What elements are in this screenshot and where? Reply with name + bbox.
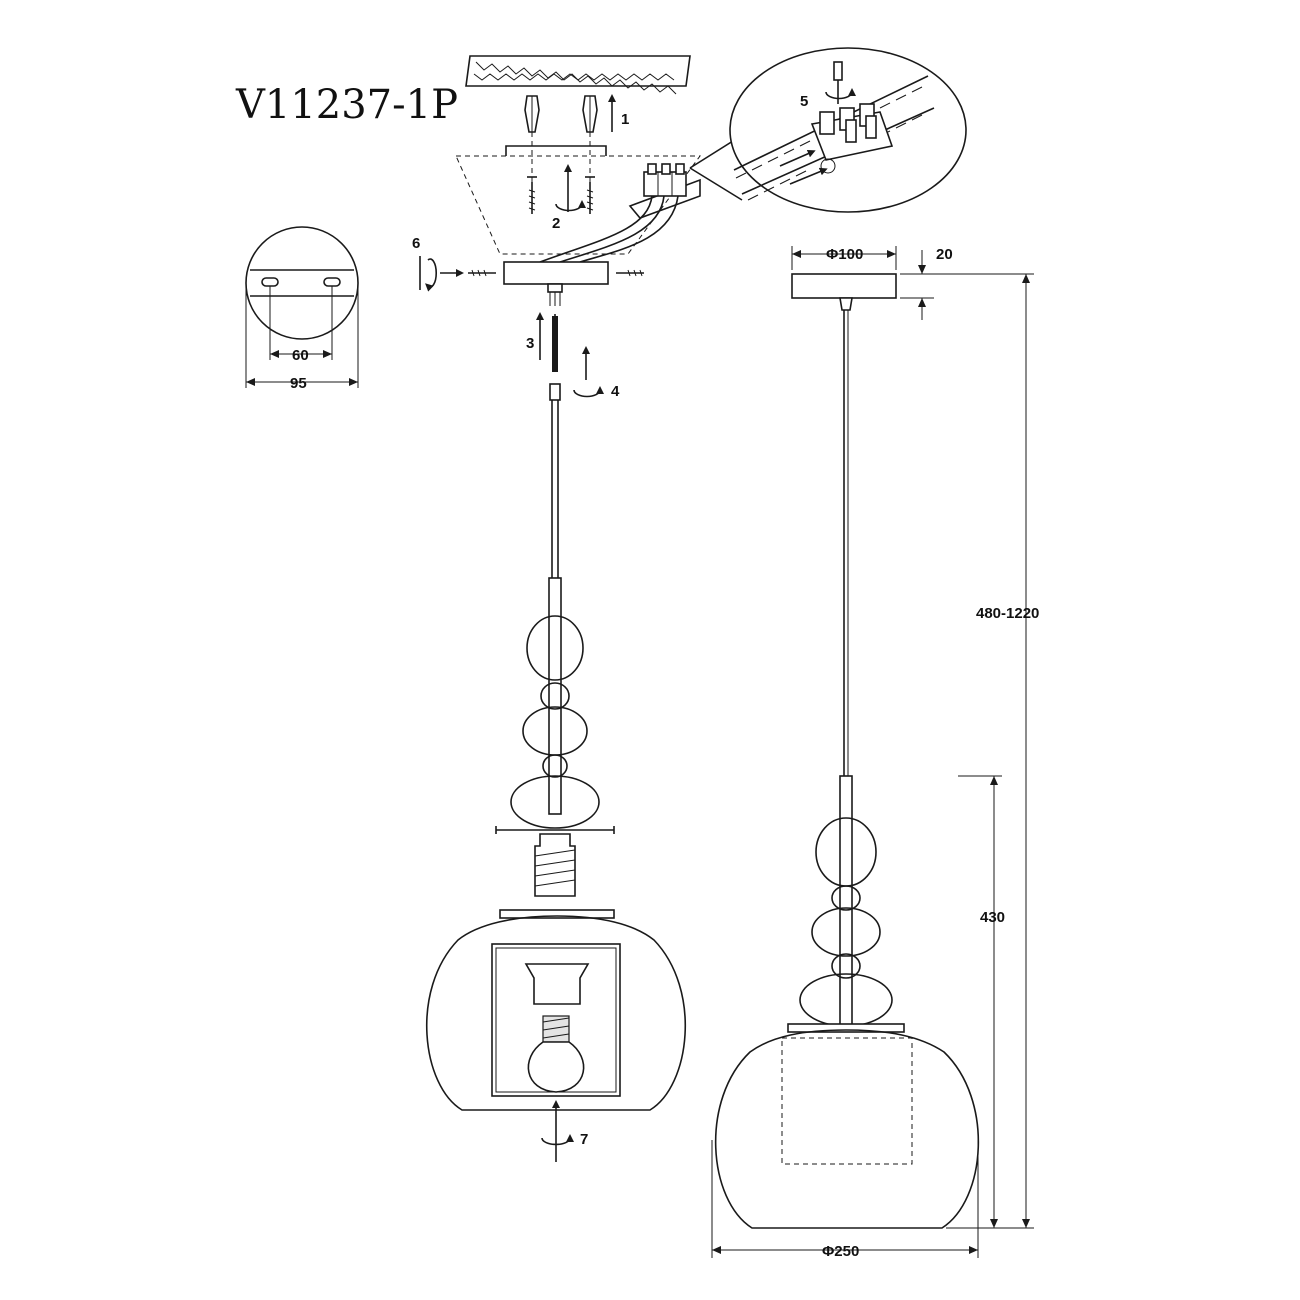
step-6-label: 6 bbox=[412, 235, 420, 252]
terminal-block-icon bbox=[539, 163, 701, 263]
cable-exploded bbox=[536, 312, 604, 580]
step-3-label: 3 bbox=[526, 335, 534, 352]
step-2-label: 2 bbox=[552, 215, 560, 232]
plate-width-dim: 95 bbox=[290, 375, 307, 392]
assembled-glass-shade bbox=[714, 1023, 980, 1229]
bulb-icon bbox=[527, 1015, 585, 1093]
step-7-label: 7 bbox=[580, 1131, 588, 1148]
wall-anchor-icon bbox=[524, 95, 540, 133]
ceiling bbox=[465, 55, 691, 95]
screw-icon bbox=[585, 176, 595, 214]
lamp-height-label: 430 bbox=[980, 909, 1005, 926]
terminal-detail-callout bbox=[689, 47, 967, 213]
rotate-arrow-icon bbox=[425, 258, 438, 292]
assembled-canopy bbox=[791, 273, 897, 311]
screw-icon bbox=[527, 176, 537, 214]
screw-icon bbox=[616, 269, 644, 277]
wall-anchor-icon bbox=[582, 95, 598, 133]
model-title: V11237-1P bbox=[235, 82, 458, 128]
screwdriver-icon bbox=[833, 61, 843, 104]
step-5-label: 5 bbox=[800, 93, 808, 110]
plate-hole-spacing-dim: 60 bbox=[292, 347, 309, 364]
lamp-height-dim bbox=[958, 775, 1002, 1228]
lamp-socket bbox=[534, 833, 576, 897]
canopy-height-label: 20 bbox=[936, 246, 953, 263]
hanging-length-dim bbox=[900, 273, 1034, 1229]
rotate-arrow-icon bbox=[825, 88, 856, 100]
canopy-diameter-dim bbox=[791, 246, 897, 270]
mounting-bracket bbox=[505, 145, 607, 156]
glass-bead-stack-exploded bbox=[495, 577, 615, 834]
hanging-length-label: 480-1220 bbox=[976, 605, 1039, 622]
step-1-label: 1 bbox=[621, 111, 629, 128]
canopy-exploded bbox=[503, 261, 609, 306]
canopy-height-dim bbox=[900, 250, 934, 320]
shade-diameter-label: Φ250 bbox=[822, 1243, 859, 1260]
rotate-arrow-icon bbox=[541, 1134, 574, 1146]
rotate-arrow-icon bbox=[555, 200, 586, 212]
assembled-bead-stack bbox=[799, 775, 893, 1027]
canopy-diameter-label: Φ100 bbox=[826, 246, 863, 263]
shade-diameter-dim bbox=[711, 1140, 979, 1258]
mounting-plate-top-view bbox=[245, 226, 359, 388]
screw-icon bbox=[468, 269, 496, 277]
ceiling-projection bbox=[455, 155, 701, 255]
step-4-label: 4 bbox=[611, 383, 620, 400]
